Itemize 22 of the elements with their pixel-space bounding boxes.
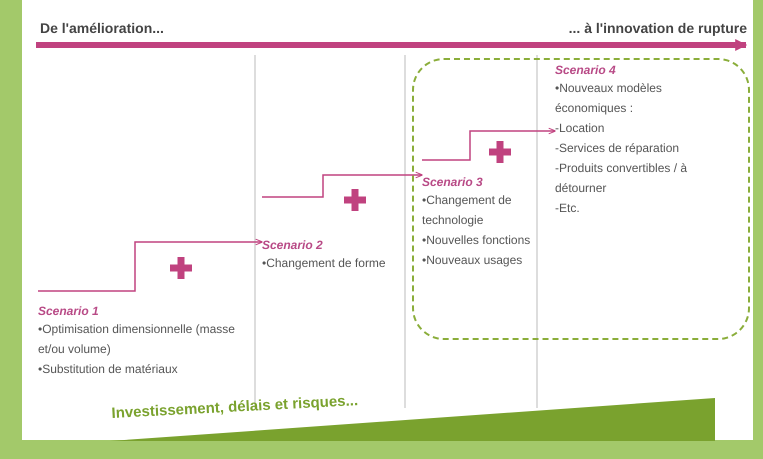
bullet-item: •Optimisation dimensionnelle (masse et/ou volume) — [38, 321, 236, 358]
dashed-group-box — [412, 58, 750, 340]
bullet-item: -Location — [555, 120, 606, 137]
scenario-heading: Scenario 4 — [555, 62, 617, 78]
bullet-item: •Changement de forme — [262, 255, 387, 272]
step-arrow — [38, 238, 264, 292]
bullet-item: •Substitution de matériaux — [38, 361, 179, 378]
bullet-item: -Produits convertibles / à détourner — [555, 160, 688, 197]
bullet-item: -Etc. — [555, 200, 581, 217]
bullet-item: •Nouveaux modèles économiques : — [555, 80, 663, 117]
range-label: ... à l'innovation de rupture — [568, 20, 747, 36]
range-label: De l'amélioration... — [40, 20, 164, 36]
scenario-heading: Scenario 1 — [38, 303, 100, 319]
step-arrow — [262, 172, 424, 198]
scenario-heading: Scenario 2 — [262, 237, 324, 253]
bullet-item: •Nouvelles fonctions — [422, 232, 532, 249]
scenario-heading: Scenario 3 — [422, 174, 484, 190]
bullet-item: -Services de réparation — [555, 140, 680, 157]
bullet-item: •Changement de technologie — [422, 192, 513, 229]
axis-caption: Investissement, délais et risques... — [111, 392, 358, 422]
bullet-item: •Nouveaux usages — [422, 252, 524, 269]
step-arrow — [422, 128, 556, 161]
